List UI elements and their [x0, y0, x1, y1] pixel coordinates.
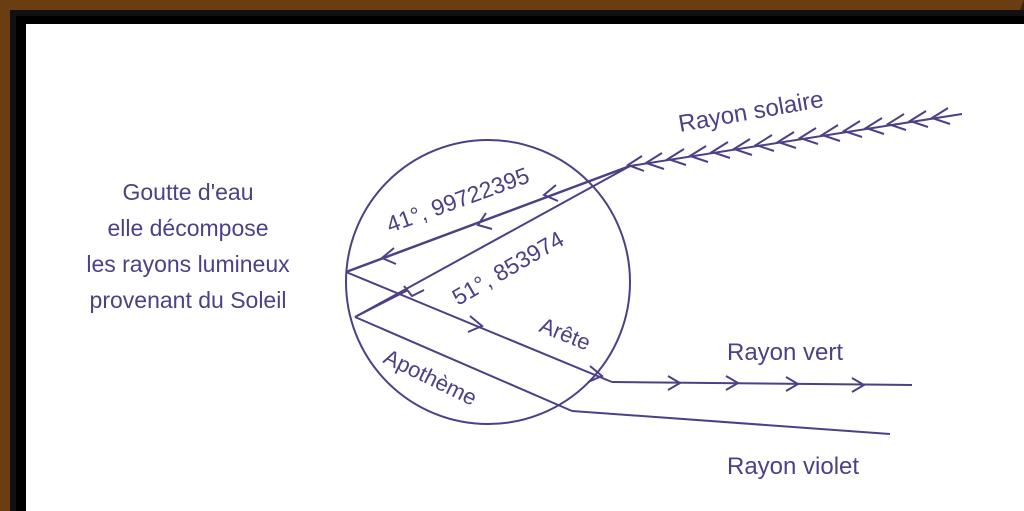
refracted-ray-41 — [345, 164, 631, 274]
arrow-41-b — [476, 212, 493, 230]
green-ray-arrows — [667, 375, 866, 393]
drop-label-line-2: elle décompose — [107, 215, 268, 241]
drop-label-line-3: les rayons lumineux — [86, 251, 290, 277]
edge-label: Arête — [536, 312, 594, 355]
angle-51-label: 51°, 853974 — [448, 226, 569, 311]
drop-label-line-4: provenant du Soleil — [90, 287, 287, 313]
sun-ray-label: Rayon solaire — [676, 86, 825, 138]
chord-51 — [354, 165, 631, 318]
apothem-base — [354, 289, 409, 318]
arrow-reflect-a — [467, 315, 484, 333]
arrow-reflect-b — [587, 365, 604, 383]
violet-ray-line — [571, 410, 891, 435]
droplet-circle — [345, 139, 631, 425]
angle-41-label: 41°, 99722395 — [383, 162, 533, 238]
apothem-label: Apothème — [380, 344, 481, 410]
sun-ray-line — [629, 113, 963, 167]
sun-ray-arrows — [625, 107, 951, 172]
apothem-line — [354, 316, 573, 412]
green-ray-line — [611, 381, 913, 386]
green-ray-label: Rayon vert — [727, 339, 843, 366]
violet-ray-label: Rayon violet — [727, 453, 859, 480]
arrow-41-c — [380, 247, 397, 265]
right-angle-mark — [403, 285, 425, 298]
diagram-canvas — [26, 24, 1024, 511]
arrow-41-a — [542, 184, 559, 202]
drop-label-line-1: Goutte d'eau — [123, 179, 254, 205]
